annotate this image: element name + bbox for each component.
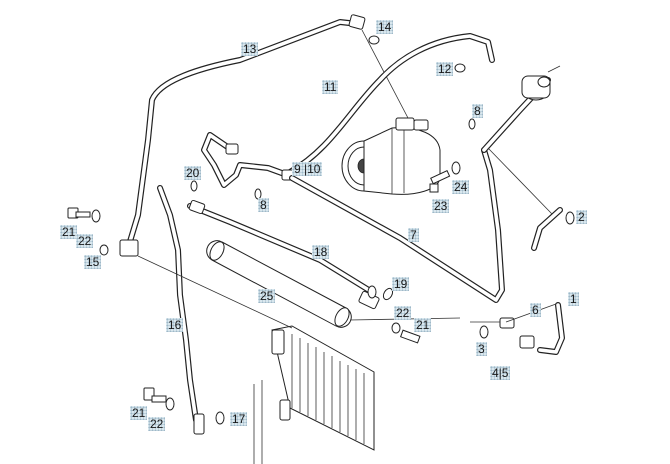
callout-24[interactable]: 24 (452, 180, 470, 194)
callout-22-right[interactable]: 22 (394, 306, 412, 320)
bolt-23-24 (429, 161, 461, 193)
callout-11[interactable]: 11 (322, 80, 339, 94)
callout-9-10[interactable]: 9 |10 (292, 162, 323, 176)
callout-7[interactable]: 7 (408, 228, 419, 242)
callout-23[interactable]: 23 (432, 199, 450, 213)
callout-19[interactable]: 19 (392, 277, 410, 291)
callout-2[interactable]: 2 (576, 210, 587, 224)
receiver-drier[interactable] (521, 65, 561, 101)
callout-8-right[interactable]: 8 (472, 104, 483, 118)
callout-18[interactable]: 18 (312, 245, 330, 259)
callout-22-left-bottom[interactable]: 22 (148, 417, 166, 431)
bolt-21-left-bottom (143, 387, 175, 411)
o-ring-19 (367, 285, 377, 299)
fitting-4-5-6 (349, 317, 535, 349)
bolt-21-left-top (67, 207, 101, 223)
callout-3[interactable]: 3 (476, 342, 487, 356)
o-ring-14 (368, 35, 380, 45)
o-ring-3 (479, 325, 489, 339)
callout-25[interactable]: 25 (258, 289, 276, 303)
callout-6[interactable]: 6 (530, 303, 541, 317)
condenser[interactable] (271, 325, 375, 451)
callout-13[interactable]: 13 (241, 42, 259, 56)
callout-21-left-bottom[interactable]: 21 (130, 406, 148, 420)
bracket-15 (99, 239, 139, 257)
callout-1[interactable]: 1 (568, 292, 579, 306)
callout-12[interactable]: 12 (436, 62, 454, 76)
callout-21-left-top[interactable]: 21 (60, 225, 78, 239)
callout-14[interactable]: 14 (376, 20, 394, 34)
pipe-7[interactable] (289, 147, 505, 303)
pipe-16[interactable] (157, 185, 199, 423)
callout-4-5[interactable]: 4|5 (490, 366, 511, 380)
callout-22-left-top[interactable]: 22 (76, 234, 94, 248)
leader-line-15-condenser (137, 255, 293, 329)
hose-13[interactable] (125, 19, 361, 251)
hose-11[interactable] (287, 33, 495, 175)
callout-15[interactable]: 15 (84, 255, 102, 269)
o-ring-2 (565, 211, 575, 225)
hose-9-10[interactable] (201, 132, 295, 188)
o-ring-12 (454, 63, 466, 73)
pipe-16-bracket (193, 413, 205, 435)
accumulator-tube-25[interactable] (206, 239, 352, 328)
condenser-fins (291, 334, 365, 444)
o-ring-17 (215, 411, 225, 425)
callout-20[interactable]: 20 (184, 166, 202, 180)
callout-16[interactable]: 16 (166, 318, 184, 332)
leader-line-pipe-2 (487, 147, 553, 215)
pipe-18[interactable] (187, 199, 375, 295)
ac-compressor[interactable] (341, 117, 441, 195)
o-ring-20 (190, 180, 198, 192)
callout-8-left[interactable]: 8 (258, 198, 269, 212)
o-ring-8-right (468, 118, 476, 130)
bolt-21-right (391, 322, 421, 344)
hose-13-end-fitting (348, 14, 366, 30)
callout-17[interactable]: 17 (230, 412, 248, 426)
callout-21-right[interactable]: 21 (414, 318, 432, 332)
